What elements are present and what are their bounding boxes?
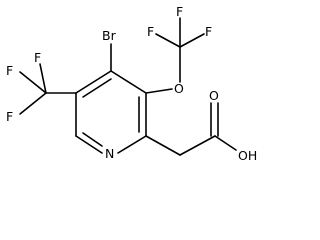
atom-f-cf3-3: F (6, 109, 13, 124)
bond-c6-c1-inner (82, 78, 112, 98)
atom-n-ring: N (105, 146, 114, 161)
bond-c6-c1 (75, 70, 112, 94)
bond-cf3-f1 (155, 33, 181, 48)
atom-f-ocf3-1: F (147, 24, 154, 39)
bond-n-c5 (75, 135, 103, 154)
bond-ch2-cooh (179, 135, 216, 156)
bond-c3-ch2 (145, 135, 181, 156)
bond-cf3-f3 (179, 33, 205, 48)
bond-cf3-f5 (39, 63, 47, 94)
atom-o-ether: O (174, 81, 184, 96)
atom-f-cf3-2: F (34, 50, 41, 65)
atom-f-ocf3-3: F (205, 24, 212, 39)
bond-c2-o (145, 88, 173, 94)
atom-o-carbonyl: O (209, 88, 219, 103)
atom-labels: Br O F F F F F F N O OH (6, 4, 257, 163)
bond-cf3-f6 (19, 92, 47, 115)
bond-lines (19, 17, 237, 156)
atom-br: Br (102, 28, 117, 43)
structure-diagram: Br O F F F F F F N O OH (6, 4, 257, 163)
bond-n-c5-inner (82, 132, 103, 147)
bond-cf3-f4 (19, 71, 47, 94)
atom-oh: OH (238, 148, 257, 163)
atom-f-ocf3-2: F (176, 4, 183, 19)
bond-c3-n (117, 135, 147, 154)
atom-f-cf3-1: F (6, 63, 13, 78)
bond-c-oh (214, 135, 237, 151)
bond-c1-c2 (110, 70, 147, 94)
